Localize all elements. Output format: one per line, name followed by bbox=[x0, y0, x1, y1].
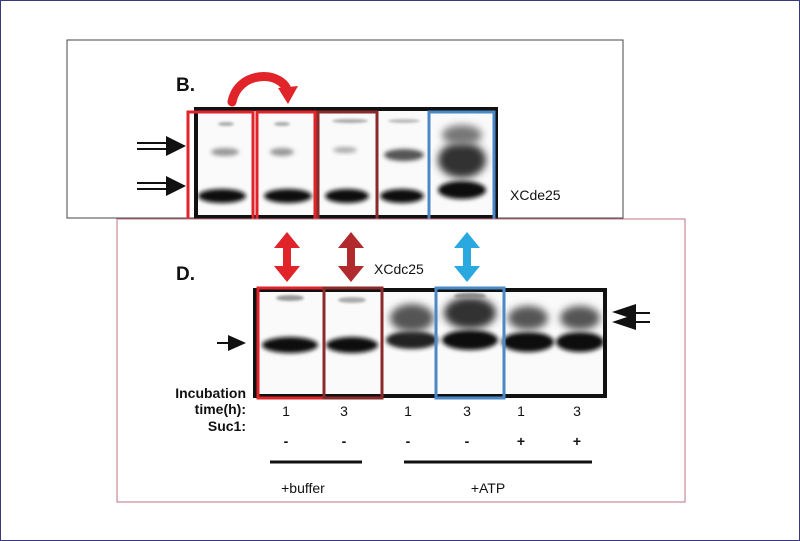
double-arrow-icon bbox=[137, 176, 186, 196]
suc1-label: Suc1: bbox=[208, 418, 246, 434]
vertical-double-arrow-icon bbox=[274, 232, 300, 282]
panel-b: B. bbox=[66, 39, 624, 222]
lane-suc1-value: - bbox=[284, 433, 289, 449]
panel-b-letter: B. bbox=[176, 75, 195, 96]
arrow-icon bbox=[217, 335, 246, 351]
panel-d-letter: D. bbox=[176, 264, 195, 285]
panel-d-lane-box-2 bbox=[322, 286, 384, 400]
lane-values: 1 - 3 - 1 - 3 - 1 +3 + bbox=[282, 403, 581, 449]
lane-time-value: 3 bbox=[573, 403, 581, 419]
buffer-group-label: +buffer bbox=[281, 480, 325, 496]
vertical-double-arrow-icon bbox=[338, 232, 364, 282]
incubation-label: Incubation bbox=[175, 385, 246, 401]
panel-d-bands bbox=[262, 293, 604, 353]
lane-time-value: 3 bbox=[463, 403, 471, 419]
panel-d: D. XCdc25 bbox=[116, 218, 686, 503]
double-arrowhead-left-icon bbox=[612, 304, 650, 330]
lane-suc1-value: - bbox=[465, 433, 470, 449]
lane-suc1-value: + bbox=[573, 433, 581, 449]
panel-b-bands bbox=[198, 119, 486, 203]
panel-d-protein-label: XCdc25 bbox=[374, 261, 424, 277]
lane-suc1-value: - bbox=[406, 433, 411, 449]
panel-b-protein-label: XCde25 bbox=[510, 187, 561, 203]
lane-time-value: 1 bbox=[404, 403, 412, 419]
lane-suc1-value: + bbox=[517, 433, 525, 449]
lane-suc1-value: - bbox=[342, 433, 347, 449]
atp-group-label: +ATP bbox=[471, 480, 505, 496]
time-label: time(h): bbox=[195, 401, 246, 417]
panel-d-lane-box-4 bbox=[434, 286, 506, 400]
vertical-double-arrow-icon bbox=[454, 232, 480, 282]
lane-time-value: 1 bbox=[282, 403, 290, 419]
double-arrow-icon bbox=[137, 136, 186, 156]
lane-time-value: 3 bbox=[340, 403, 348, 419]
curved-arrow-icon bbox=[227, 72, 298, 107]
lane-time-value: 1 bbox=[517, 403, 525, 419]
